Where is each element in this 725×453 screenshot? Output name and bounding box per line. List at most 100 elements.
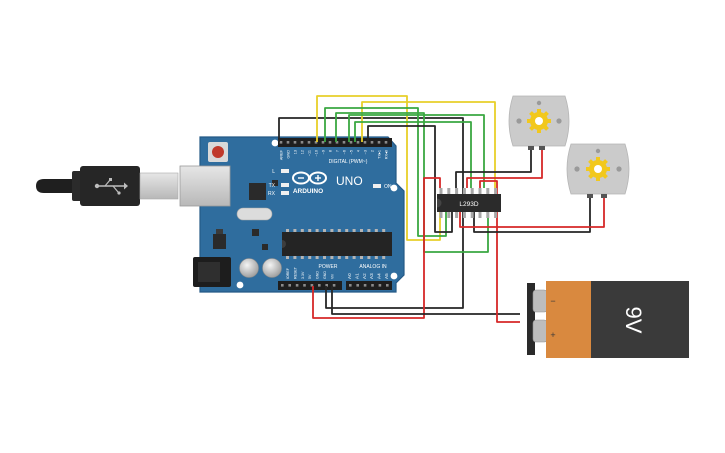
digital-pin-socket[interactable] [328,141,332,144]
wire-green-pin6[interactable] [348,114,485,188]
digital-pin-socket[interactable] [335,141,339,144]
power-pin-socket[interactable] [318,284,321,287]
battery-orange-band [546,281,591,358]
analog-pin-socket[interactable] [349,284,352,287]
mounting-hole [390,184,398,192]
power-pin-label: Vin [330,274,334,279]
reset-button-cap[interactable] [212,146,224,158]
wire-yellow-pin9[interactable] [316,95,441,241]
digital-pin-socket[interactable] [384,141,388,144]
analog-pin-socket[interactable] [356,284,359,287]
wire-red-battery[interactable] [479,180,520,323]
driver-pin[interactable] [439,212,443,218]
wire-black-pin4[interactable] [367,125,453,233]
dc-motor-1[interactable] [508,95,570,150]
digital-pin-socket[interactable] [293,141,297,144]
driver-pin[interactable] [470,212,474,218]
analog-pin-label: A3 [369,273,374,279]
dc-motor-2[interactable] [566,143,630,198]
digital-pin-socket[interactable] [356,141,360,144]
driver-pin[interactable] [494,212,498,218]
arduino-logo [292,171,327,185]
gear-icon [527,109,551,133]
wire-red-motor1[interactable] [466,148,543,188]
digital-pin-socket[interactable] [349,141,353,144]
driver-pin[interactable] [478,188,482,194]
bottom-header-pins [281,284,389,287]
wire-black-motor2[interactable] [473,198,591,233]
analog-pin-socket[interactable] [363,284,367,287]
digital-pin-socket[interactable] [314,141,318,144]
digital-pin-label: ~6 [342,150,346,154]
driver-pin[interactable] [486,188,490,194]
battery-minus-sign: − [550,296,555,306]
driver-pin[interactable] [486,212,490,218]
driver-pin[interactable] [455,212,459,218]
power-pin-socket[interactable] [303,284,306,287]
driver-body [437,194,501,212]
digital-pin-label: ~3 [363,150,367,154]
digital-pin-socket[interactable] [286,141,290,144]
analog-pin-socket[interactable] [371,284,374,287]
driver-pin[interactable] [494,188,498,194]
l293d-driver-ic[interactable]: L293D [437,188,501,218]
power-pin-socket[interactable] [332,284,336,287]
power-pin-socket[interactable] [288,284,291,287]
digital-pin-label: GND [286,150,290,159]
power-pin-socket[interactable] [281,284,284,287]
analog-pin-socket[interactable] [386,284,389,287]
digital-pin-label: 13 [293,150,297,154]
analog-pin-socket[interactable] [378,284,382,287]
on-label: ON [384,184,392,190]
digital-pin-label: ~9 [321,150,325,154]
crystal-oscillator [236,207,273,221]
digital-pin-label: AREF [279,149,283,160]
driver-pin[interactable] [462,212,466,218]
usb-cable-end [36,179,74,193]
capacitor [239,258,259,278]
led-label-rx: RX [268,191,276,197]
power-pin-label: 5V [308,274,312,279]
mounting-hole [236,281,244,289]
wire-red-5v[interactable] [312,177,441,319]
battery-9v[interactable]: 9V − + [527,281,689,358]
digital-pin-socket[interactable] [307,141,311,144]
digital-pin-socket[interactable] [321,141,325,144]
driver-pin[interactable] [478,212,482,218]
driver-pin[interactable] [447,212,451,218]
digital-pin-socket[interactable] [342,141,346,144]
wire-red-motor2[interactable] [459,198,605,228]
driver-pin[interactable] [470,188,474,194]
power-pin-socket[interactable] [310,284,314,287]
digital-pin-socket[interactable] [377,141,381,144]
digital-pin-socket[interactable] [370,141,374,144]
dc-barrel-jack-inner [198,262,220,282]
digital-pin-socket[interactable] [279,141,283,144]
usb-plug-icon [94,178,128,195]
analog-pin-label: A0 [347,273,352,279]
power-pin-socket[interactable] [325,284,328,287]
driver-pin[interactable] [462,188,466,194]
wire-black-battery[interactable] [331,286,520,315]
gear-icon [586,157,610,181]
driver-pin[interactable] [447,188,451,194]
digital-pin-label: RX◂0 [384,150,388,159]
battery-terminal-positive [532,319,548,343]
digital-pin-label: ~11 [307,150,311,156]
analog-in-label: ANALOG IN [359,264,387,270]
digital-pin-label: TX▸1 [377,150,381,159]
driver-pin[interactable] [455,188,459,194]
mounting-hole [271,139,279,147]
power-pin-socket[interactable] [295,284,299,287]
wire-green-pin5[interactable] [354,121,472,188]
usb-strain-relief [72,171,82,201]
digital-pin-socket[interactable] [300,141,304,144]
analog-pin-label: A4 [377,273,382,279]
digital-pin-socket[interactable] [363,141,367,144]
led-label-l: L [272,169,275,175]
wire-black-motor1[interactable] [455,148,532,188]
driver-pin[interactable] [439,188,443,194]
board-model: UNO [336,174,363,188]
